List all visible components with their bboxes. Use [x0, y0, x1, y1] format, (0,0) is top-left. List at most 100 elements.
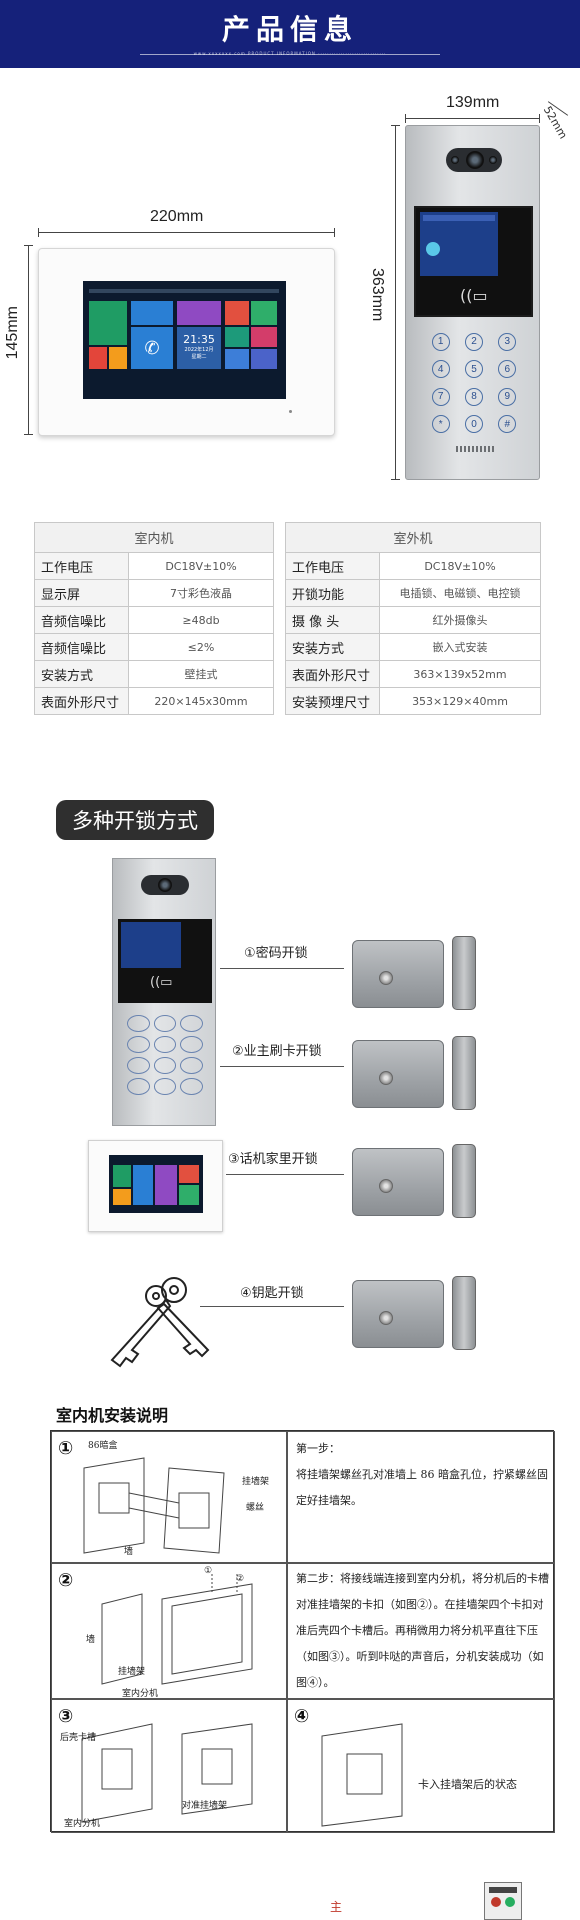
- spec-value: 电插锁、电磁锁、电控锁: [379, 579, 541, 607]
- clock-date: 2022年12月: [184, 347, 214, 353]
- label-step2-bracket: 挂墙架: [118, 1667, 146, 1677]
- method-2-line: [220, 1066, 344, 1067]
- spec-key: 表面外形尺寸: [285, 660, 380, 688]
- outdoor-height-label: 363mm: [369, 268, 386, 322]
- spec-value: 红外摄像头: [379, 606, 541, 634]
- display-header: [423, 215, 495, 221]
- key-5[interactable]: 5: [464, 360, 483, 379]
- spec-key: 音频信噪比: [34, 606, 129, 634]
- display-icon: [426, 242, 440, 256]
- spec-value: DC18V±10%: [128, 552, 274, 580]
- spec-value: 嵌入式安装: [379, 633, 541, 661]
- outdoor-keypad[interactable]: 1 2 3 4 5 6 7 8 9 * 0 #: [424, 328, 524, 438]
- phone-icon: ✆: [131, 327, 173, 369]
- keys-icon: [110, 1277, 210, 1368]
- method-1-label: ①密码开锁: [244, 946, 308, 961]
- ir-led-icon: [489, 156, 497, 164]
- unlock-keypad: [127, 1015, 203, 1095]
- method-3-label: ③话机家里开锁: [228, 1152, 318, 1167]
- step-1-body: 将挂墙架螺丝孔对准墙上 86 暗盒孔位，拧紧螺丝固定好挂墙架。: [296, 1468, 548, 1507]
- step-3-number: ③: [58, 1706, 74, 1727]
- key-2[interactable]: 2: [464, 332, 483, 351]
- tile-green: [89, 301, 127, 345]
- install-title: 室内机安装说明: [56, 1406, 169, 1425]
- lock-image-1: [352, 936, 477, 1011]
- spec-value: 7寸彩色液晶: [128, 579, 274, 607]
- outdoor-width-line: [405, 114, 540, 123]
- key-hash[interactable]: #: [498, 415, 517, 434]
- spec-value: 363×139x52mm: [379, 660, 541, 688]
- key-8[interactable]: 8: [464, 387, 483, 406]
- spec-value: ≤2%: [128, 633, 274, 661]
- spec-indoor-title: 室内机: [34, 522, 274, 553]
- lock-image-4: [352, 1276, 477, 1351]
- key-7[interactable]: 7: [431, 387, 450, 406]
- indoor-led: [289, 410, 292, 413]
- lock-image-2: [352, 1036, 477, 1111]
- clock-weekday: 星期二: [191, 354, 207, 360]
- spec-outdoor-title: 室外机: [285, 522, 541, 553]
- key-3[interactable]: 3: [498, 332, 517, 351]
- key-0[interactable]: 0: [464, 415, 483, 434]
- spec-key: 工作电压: [285, 552, 380, 580]
- camera-bar: [446, 148, 502, 172]
- rfid-icon: ((▭: [460, 286, 488, 305]
- spec-value: 353×129×40mm: [379, 687, 541, 715]
- method-4-line: [200, 1306, 344, 1307]
- step-2-number: ②: [58, 1570, 74, 1591]
- indoor-width-line: [38, 228, 335, 237]
- ir-led-icon: [451, 156, 459, 164]
- key-9[interactable]: 9: [498, 387, 517, 406]
- spec-value: 壁挂式: [128, 660, 274, 688]
- spec-key: 音频信噪比: [34, 633, 129, 661]
- wall-bracket-diagram: [83, 1457, 225, 1554]
- label-wall-bracket: 挂墙架: [242, 1477, 270, 1487]
- camera-bar: [141, 875, 189, 895]
- header-subtitle: www.xxxxxxx.com PRODUCT INFORMATION ····…: [193, 50, 387, 56]
- label-step2-indoor: 室内分机: [122, 1689, 159, 1699]
- label-step2-circle-2: ②: [236, 1574, 245, 1584]
- label-wall: 墙: [124, 1547, 134, 1557]
- footer-label: 主: [330, 1900, 343, 1914]
- label-back-slot: 后壳卡槽: [60, 1733, 97, 1743]
- spec-value: 220×145x30mm: [128, 687, 274, 715]
- footer-device-image: [484, 1882, 522, 1920]
- spec-value: ≥48db: [128, 606, 274, 634]
- unlock-title: 多种开锁方式: [56, 800, 214, 840]
- unlock-indoor-screen: [109, 1155, 203, 1213]
- monitor-mount-diagram: [101, 1574, 253, 1685]
- label-86-box: 86暗盒: [88, 1441, 118, 1451]
- install-step-2-text: 第二步：将接线端连接到室内分机，将分机后的卡槽对准挂墙架的卡扣（如图②）。在挂墙…: [287, 1563, 555, 1699]
- key-4[interactable]: 4: [431, 360, 450, 379]
- key-1[interactable]: 1: [431, 332, 450, 351]
- label-step3-indoor: 室内分机: [64, 1819, 101, 1829]
- clock-tile: 21:35 2022年12月 星期二: [177, 327, 221, 369]
- outdoor-depth-label: 52mm: [540, 104, 570, 142]
- tile-info: [225, 349, 249, 369]
- method-2-label: ②业主刷卡开锁: [232, 1044, 322, 1059]
- outdoor-display: [420, 212, 498, 276]
- outdoor-width-label: 139mm: [446, 94, 500, 111]
- spec-key: 开锁功能: [285, 579, 380, 607]
- install-step-4-image: ④ 卡入挂墙架后的状态: [287, 1699, 555, 1833]
- unlock-outdoor-panel: ((▭: [112, 858, 216, 1126]
- tile-green: [113, 1165, 131, 1187]
- speaker-grille: [456, 446, 494, 452]
- key-star[interactable]: *: [431, 415, 450, 434]
- label-align-bracket: 对准挂墙架: [182, 1801, 228, 1811]
- tile-orange: [109, 347, 127, 369]
- tile-red: [89, 347, 107, 369]
- install-step-2-image: ② ① ② 墙 挂墙架 室内分机: [51, 1563, 287, 1699]
- label-step2-circle-1: ①: [204, 1566, 213, 1576]
- install-step-1-text: 第一步： 将挂墙架螺丝孔对准墙上 86 暗盒孔位，拧紧螺丝固定好挂墙架。: [287, 1431, 555, 1563]
- spec-key: 显示屏: [34, 579, 129, 607]
- spec-key: 安装方式: [285, 633, 380, 661]
- outdoor-screen: ((▭: [414, 206, 533, 317]
- rfid-icon: ((▭: [150, 975, 173, 990]
- tile-unlock: [251, 301, 277, 325]
- tile-blue: [133, 1165, 153, 1205]
- key-6[interactable]: 6: [498, 360, 517, 379]
- header-divider: www.xxxxxxx.com PRODUCT INFORMATION ····…: [140, 50, 440, 56]
- method-1-line: [220, 968, 344, 969]
- header-banner: 产品信息 www.xxxxxxx.com PRODUCT INFORMATION…: [0, 0, 580, 68]
